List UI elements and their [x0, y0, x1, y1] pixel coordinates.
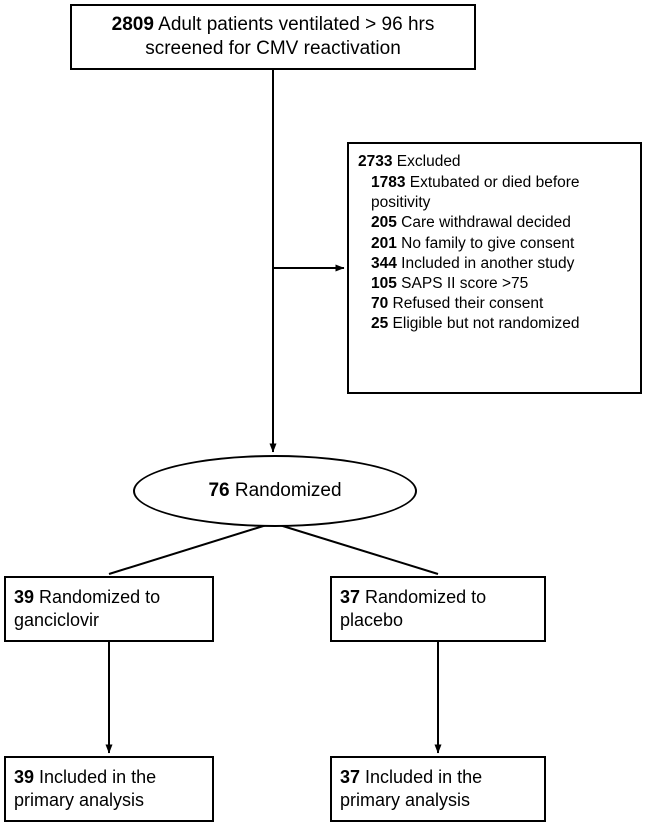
excluded-label: Excluded [392, 153, 461, 170]
excluded-item-label: Eligible but not randomized [388, 315, 580, 333]
excluded-reason-list: 1783 Extubated or died before positivity… [358, 173, 631, 334]
connector-randomized-to-arm-right [272, 522, 439, 575]
randomized-label: Randomized [229, 480, 342, 501]
excluded-item-count: 205 [371, 214, 397, 232]
list-item: 25 Eligible but not randomized [371, 314, 631, 334]
excluded-item-label: Extubated or died before positivity [371, 174, 580, 212]
analysis-left-count: 39 [14, 766, 35, 787]
node-screened: 2809 Adult patients ventilated > 96 hrs … [70, 4, 476, 70]
excluded-item-count: 201 [371, 234, 397, 252]
excluded-item-count: 344 [371, 254, 397, 272]
list-item: 70 Refused their consent [371, 294, 631, 314]
analysis-right-count: 37 [340, 766, 361, 787]
screened-text: Adult patients ventilated > 96 hrs scree… [145, 13, 435, 59]
arm-right-label: Randomized to placebo [340, 586, 487, 630]
excluded-item-label: Included in another study [396, 254, 575, 272]
excluded-item-count: 70 [371, 294, 389, 312]
list-item: 105 SAPS II score >75 [371, 274, 631, 294]
node-excluded: 2733 Excluded 1783 Extubated or died bef… [347, 142, 642, 394]
list-item: 1783 Extubated or died before positivity [371, 173, 631, 213]
node-analysis-placebo: 37 Included in the primary analysis [330, 756, 546, 822]
excluded-item-count: 105 [371, 274, 397, 292]
excluded-header: 2733 Excluded [358, 152, 631, 172]
node-arm-ganciclovir: 39 Randomized to ganciclovir [4, 576, 214, 642]
analysis-left-label: Included in the primary analysis [14, 766, 157, 810]
screened-count: 2809 [111, 13, 154, 35]
excluded-item-label: Refused their consent [388, 294, 544, 312]
arm-left-count: 39 [14, 586, 35, 607]
node-arm-placebo: 37 Randomized to placebo [330, 576, 546, 642]
excluded-item-count: 25 [371, 315, 389, 333]
list-item: 205 Care withdrawal decided [371, 213, 631, 233]
excluded-item-count: 1783 [371, 174, 406, 192]
node-randomized: 76 Randomized [133, 455, 417, 527]
excluded-item-label: SAPS II score >75 [396, 274, 529, 292]
arm-left-label: Randomized to ganciclovir [14, 586, 161, 630]
excluded-item-label: Care withdrawal decided [396, 214, 571, 232]
arm-right-count: 37 [340, 586, 361, 607]
list-item: 201 No family to give consent [371, 234, 631, 254]
analysis-right-label: Included in the primary analysis [340, 766, 483, 810]
list-item: 344 Included in another study [371, 254, 631, 274]
randomized-count: 76 [208, 480, 230, 501]
excluded-count: 2733 [358, 153, 393, 170]
node-analysis-ganciclovir: 39 Included in the primary analysis [4, 756, 214, 822]
excluded-item-label: No family to give consent [396, 234, 575, 252]
connector-randomized-to-arm-left [108, 522, 274, 575]
